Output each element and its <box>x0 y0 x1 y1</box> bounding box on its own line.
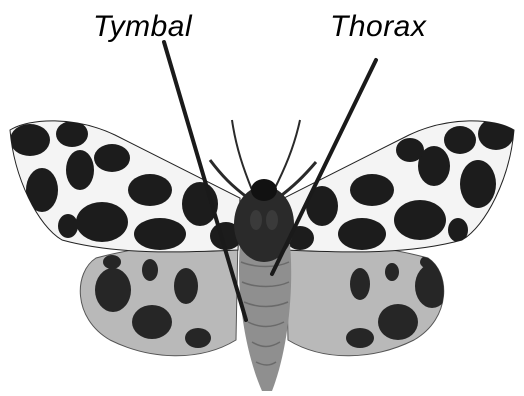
left-hindwing <box>80 236 238 356</box>
left-antenna <box>232 120 252 190</box>
right-hindwing <box>286 236 449 356</box>
thorax-label: Thorax <box>330 10 426 44</box>
tymbal-label: Tymbal <box>93 10 192 44</box>
right-antenna <box>274 120 300 190</box>
right-forewing <box>284 118 514 252</box>
